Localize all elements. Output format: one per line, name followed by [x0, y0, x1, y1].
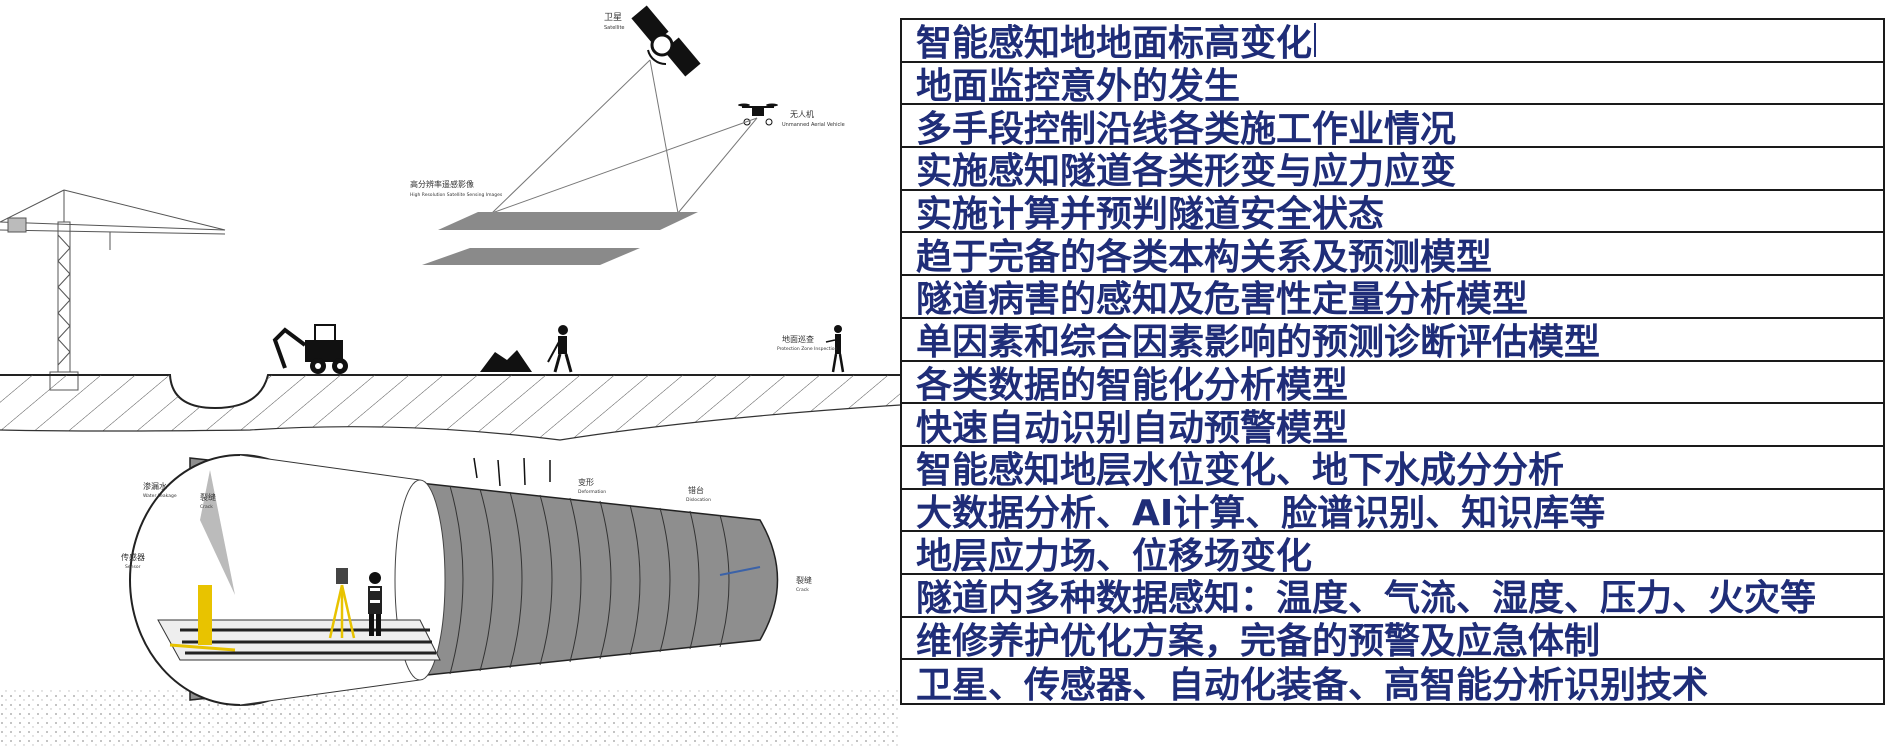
satellite-sub: Satellite [604, 25, 624, 31]
list-item: 智能感知地层水位变化、地下水成分分析 [902, 447, 1883, 491]
deformation-label: 变形 [578, 477, 594, 487]
list-item: 卫星、传感器、自动化装备、高智能分析识别技术 [902, 660, 1883, 706]
list-item: 地层应力场、位移场变化 [902, 532, 1883, 577]
remote-sensing-label: 高分辨率遥感影像 [410, 179, 474, 189]
list-item: 实施计算并预判隧道安全状态 [902, 191, 1883, 235]
dislocation-sub: Dislocation [686, 497, 711, 503]
settlement-arrows [473, 457, 551, 487]
satellite-label: 卫星 [604, 12, 622, 23]
list-item-text[interactable]: 隧道病害的感知及危害性定量分析模型 [916, 279, 1529, 321]
list-item-text[interactable]: 多手段控制沿线各类施工作业情况 [916, 108, 1457, 150]
soil-layer [0, 375, 900, 440]
drone-icon [738, 103, 778, 126]
list-item: 快速自动识别自动预警模型 [902, 404, 1883, 449]
sensor-label: 传感器 [121, 552, 145, 562]
list-item-text[interactable]: 快速自动识别自动预警模型 [916, 407, 1349, 449]
excavator-icon [272, 324, 348, 374]
list-item-text[interactable]: 卫星、传感器、自动化装备、高智能分析识别技术 [916, 664, 1709, 706]
list-item: 各类数据的智能化分析模型 [902, 362, 1883, 406]
sensor-sub: Sensor [125, 564, 141, 570]
list-item: 单因素和综合因素影响的预测诊断评估模型 [902, 319, 1883, 363]
dislocation-label: 错台 [688, 485, 704, 495]
list-item: 多手段控制沿线各类施工作业情况 [902, 105, 1883, 150]
crack-sub: Crack [200, 504, 213, 510]
list-item-text[interactable]: 地层应力场、位移场变化 [916, 535, 1313, 577]
list-item-text[interactable]: 各类数据的智能化分析模型 [916, 364, 1349, 406]
drone-label: 无人机 [790, 109, 814, 119]
list-item: 大数据分析、AI计算、脸谱识别、知识库等 [902, 490, 1883, 534]
list-item-text[interactable]: 智能感知地层水位变化、地下水成分分析 [916, 450, 1565, 492]
remote-sensing-sub: High Resolution Satellite Sensing Images [410, 192, 503, 198]
deformation-sub: Deformation [578, 489, 606, 495]
list-item: 隧道病害的感知及危害性定量分析模型 [902, 276, 1883, 320]
water-leak-sub: Water Leakage [143, 493, 177, 499]
list-item: 隧道内多种数据感知：温度、气流、湿度、压力、火灾等 [902, 575, 1883, 619]
tunnel-worker-icon [368, 572, 382, 636]
list-item: 维修养护优化方案，完备的预警及应急体制 [902, 618, 1883, 662]
tunnel-monitoring-illustration: 卫星 Satellite 无人机 Unmanned Aerial Vehicle… [0, 5, 900, 748]
sensing-lines [491, 59, 758, 214]
text-caret [1314, 23, 1317, 58]
total-station-tripod-icon [328, 568, 356, 639]
water-leak-label: 渗漏水 [143, 481, 167, 491]
inspector-icon [825, 325, 845, 373]
crack2-sub: Crack [796, 587, 809, 593]
image-plane-lower [422, 248, 640, 265]
drone-sub: Unmanned Aerial Vehicle [782, 122, 845, 128]
list-item: 趋于完备的各类本构关系及预测模型 [902, 233, 1883, 278]
list-item-text[interactable]: 趋于完备的各类本构关系及预测模型 [916, 236, 1493, 278]
list-item-text[interactable]: 实施计算并预判隧道安全状态 [916, 194, 1385, 236]
list-item: 实施感知隧道各类形变与应力应变 [902, 148, 1883, 192]
crack2-label: 裂缝 [796, 575, 812, 585]
worker-digging-icon [480, 325, 573, 373]
tunnel-shell [129, 454, 779, 706]
list-item: 智能感知地地面标高变化 [902, 20, 1883, 64]
image-plane-upper [438, 212, 698, 230]
bedrock-layer [0, 690, 900, 748]
list-item-text[interactable]: 隧道内多种数据感知：温度、气流、湿度、压力、火灾等 [916, 578, 1817, 620]
patrol-sub: Protection Zone Inspection [777, 346, 837, 352]
list-item-text[interactable]: 实施感知隧道各类形变与应力应变 [916, 151, 1457, 193]
list-item-text[interactable]: 地面监控意外的发生 [916, 66, 1241, 108]
patrol-label: 地面巡查 [782, 334, 814, 344]
satellite-icon [631, 5, 701, 77]
list-item: 地面监控意外的发生 [902, 63, 1883, 107]
list-item-text[interactable]: 智能感知地地面标高变化 [916, 23, 1313, 65]
list-item-text[interactable]: 单因素和综合因素影响的预测诊断评估模型 [916, 322, 1601, 364]
capability-list: 智能感知地地面标高变化 地面监控意外的发生 多手段控制沿线各类施工作业情况 实施… [900, 18, 1885, 706]
tower-crane-icon [0, 189, 226, 391]
monitoring-device-icon [169, 585, 236, 652]
list-item-text[interactable]: 大数据分析、AI计算、脸谱识别、知识库等 [916, 492, 1606, 534]
list-item-text[interactable]: 维修养护优化方案，完备的预警及应急体制 [916, 620, 1601, 662]
crack-label: 裂缝 [200, 492, 216, 502]
